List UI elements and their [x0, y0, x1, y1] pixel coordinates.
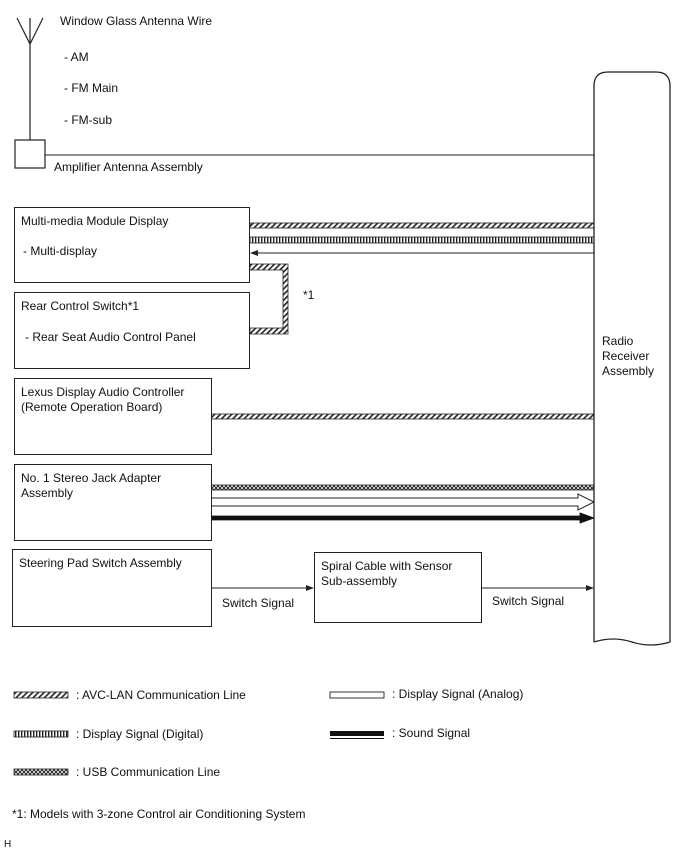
rear-control-switch-sub: - Rear Seat Audio Control Panel [25, 330, 196, 344]
legend-swatch-sound [330, 731, 384, 739]
legend-swatch-analog [329, 691, 385, 699]
lexus-controller-title: Lexus Display Audio Controller (Remote O… [21, 385, 185, 414]
multi-media-display-sub: - Multi-display [23, 244, 98, 258]
lexus-controller-box: Lexus Display Audio Controller (Remote O… [14, 378, 212, 455]
stereo-jack-title: No. 1 Stereo Jack Adapter Assembly [21, 471, 162, 500]
spiral-cable-box: Spiral Cable with Sensor Sub-assembly [314, 552, 482, 623]
steering-pad-title: Steering Pad Switch Assembly [19, 556, 182, 570]
radio-receiver-shape [593, 71, 671, 642]
rear-control-switch-title: Rear Control Switch*1 [21, 299, 140, 313]
antenna-symbol [14, 17, 46, 169]
steering-pad-box: Steering Pad Switch Assembly [12, 549, 212, 627]
spiral-cable-title: Spiral Cable with Sensor Sub-assembly [321, 559, 453, 588]
legend-swatch-digital [13, 730, 69, 738]
legend-label-avc: : AVC-LAN Communication Line [76, 688, 246, 702]
antenna-title: Window Glass Antenna Wire [60, 14, 213, 28]
sound-arrow-jack [210, 512, 596, 524]
digital-line-display [249, 236, 595, 244]
footnote-marker: *1 [303, 288, 315, 302]
legend-swatch-usb [13, 768, 69, 776]
antenna-item-fm-sub: - FM-sub [64, 113, 112, 127]
multi-media-display-title: Multi-media Module Display [21, 214, 169, 228]
stereo-jack-box: No. 1 Stereo Jack Adapter Assembly [14, 464, 212, 541]
usb-line-jack [210, 484, 595, 491]
legend-label-digital: : Display Signal (Digital) [76, 727, 204, 741]
legend-label-analog: : Display Signal (Analog) [392, 687, 524, 701]
switch-signal-label-2: Switch Signal [492, 594, 565, 608]
antenna-item-am: - AM [64, 50, 89, 64]
legend-label-usb: : USB Communication Line [76, 765, 221, 779]
radio-receiver-label: Radio Receiver Assembly [602, 334, 655, 378]
footnote: *1: Models with 3-zone Control air Condi… [12, 807, 306, 821]
avc-loop-rear-switch [249, 263, 289, 335]
legend-swatch-avc [13, 691, 69, 699]
legend-label-sound: : Sound Signal [392, 726, 471, 740]
avc-line-display [249, 222, 595, 229]
avc-line-controller [210, 413, 595, 420]
multi-media-display-box: Multi-media Module Display - Multi-displ… [14, 207, 250, 283]
switch-signal-label-1: Switch Signal [222, 596, 295, 610]
amplifier-label: Amplifier Antenna Assembly [54, 160, 203, 174]
corner-mark: H [4, 839, 12, 850]
analog-arrow-jack [210, 493, 596, 511]
antenna-item-fm-main: - FM Main [64, 81, 118, 95]
rear-control-switch-box: Rear Control Switch*1 - Rear Seat Audio … [14, 292, 250, 369]
